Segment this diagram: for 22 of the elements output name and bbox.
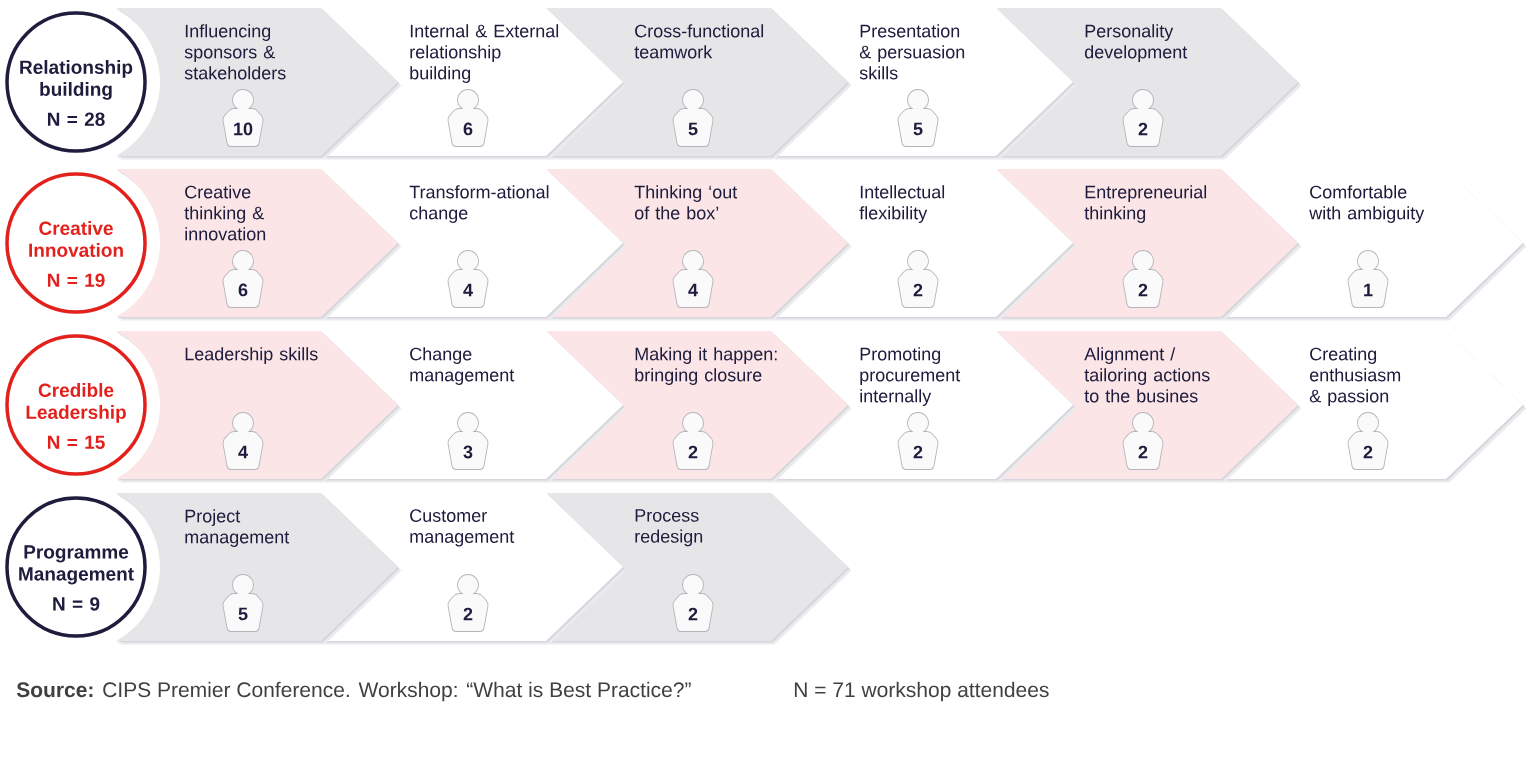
person-figure: 1 [1347, 250, 1389, 308]
person-figure: 2 [897, 250, 939, 308]
person-figure: 4 [672, 250, 714, 308]
person-figure: 5 [897, 89, 939, 147]
person-figure: 5 [672, 89, 714, 147]
sample-size-note: N = 71 workshop attendees [794, 681, 1049, 702]
person-figure: 2 [1347, 412, 1389, 470]
person-figure: 2 [672, 574, 714, 632]
person-figure: 2 [447, 574, 489, 632]
person-figure: 4 [222, 412, 264, 470]
person-figure: 6 [447, 89, 489, 147]
person-figure: 2 [1122, 412, 1164, 470]
person-figure: 10 [222, 89, 264, 147]
person-figure: 4 [447, 250, 489, 308]
person-figure: 3 [447, 412, 489, 470]
person-figure: 2 [1122, 89, 1164, 147]
person-figure: 2 [1122, 250, 1164, 308]
person-figure: 2 [897, 412, 939, 470]
person-figure: 5 [222, 574, 264, 632]
source-note: Source: CIPS Premier Conference. Workshop: “What is Best Practice?” [16, 681, 691, 702]
person-figure: 6 [222, 250, 264, 308]
person-figure: 2 [672, 412, 714, 470]
